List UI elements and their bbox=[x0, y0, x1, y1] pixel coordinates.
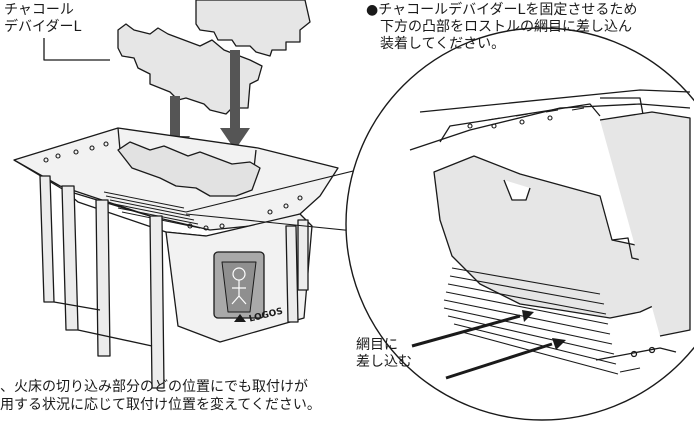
callout-label-line-1: チャコール bbox=[4, 2, 74, 18]
caption-line-2: 用する状況に応じて取付け位置を変えてください。 bbox=[0, 397, 321, 413]
zoom-label-line-1: 網目に bbox=[356, 337, 398, 353]
zoom-label: 網目に 差し込む bbox=[356, 337, 412, 371]
divider-plate-upper bbox=[195, 0, 311, 57]
instruction-note-line-2: 下方の凸部をロストルの網目に差し込ん bbox=[380, 19, 632, 35]
caption: 、火床の切り込み部分のどの位置にでも取付けが 用する状況に応じて取付け位置を変え… bbox=[0, 378, 321, 414]
insert-arrow-right bbox=[220, 50, 250, 150]
label-leader-line bbox=[43, 38, 110, 61]
instruction-note: ●チャコールデバイダーLを固定させるため 下方の凸部をロストルの網目に差し込ん … bbox=[366, 2, 637, 53]
brand-mark-icon bbox=[234, 314, 246, 322]
detail-arrow-2 bbox=[445, 342, 553, 380]
grate-closeup bbox=[443, 267, 619, 375]
divider-installed bbox=[117, 141, 261, 197]
caption-line-1: 、火床の切り込み部分のどの位置にでも取付けが bbox=[0, 379, 308, 395]
zoom-label-line-2: 差し込む bbox=[356, 354, 412, 370]
instruction-note-line-3: 装着してください。 bbox=[380, 36, 506, 52]
callout-label: チャコール デバイダーL bbox=[4, 2, 81, 36]
instruction-note-line-1: ●チャコールデバイダーLを固定させるため bbox=[366, 2, 638, 18]
callout-label-line-2: デバイダーL bbox=[4, 19, 82, 35]
detail-arrow-1 bbox=[411, 314, 521, 348]
